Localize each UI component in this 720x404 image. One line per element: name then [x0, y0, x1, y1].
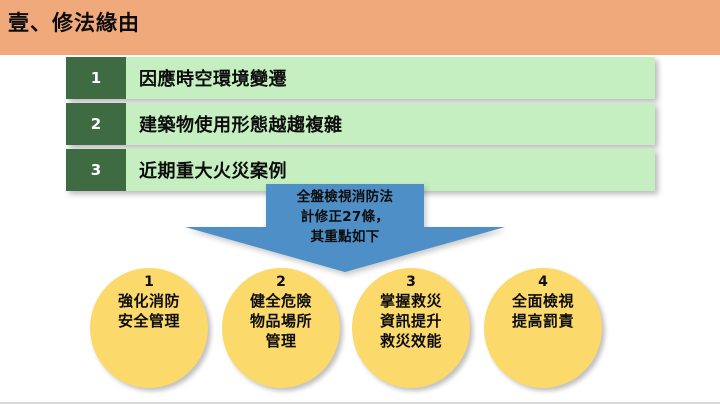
- slide-bottom-divider: [0, 402, 720, 404]
- key-point-label: 全面檢視 提高罰責: [511, 292, 574, 330]
- arrow-caption: 全盤檢視消防法 計修正27條， 其重點如下: [296, 189, 394, 245]
- reason-body: 建築物使用形態越趨複雜: [126, 103, 655, 145]
- reason-body: 因應時空環境變遷: [126, 57, 655, 99]
- page-title: 壹、修法緣由: [8, 11, 140, 35]
- key-point-number: 3: [406, 274, 416, 290]
- reason-number-badge: 3: [66, 149, 126, 191]
- reason-bar-1: 1 因應時空環境變遷: [66, 57, 655, 99]
- reason-number-badge: 2: [66, 103, 126, 145]
- key-point-circle-1: 1 強化消防 安全管理: [90, 268, 208, 388]
- reason-label: 建築物使用形態越趨複雜: [139, 115, 343, 136]
- reason-number-badge: 1: [66, 57, 126, 99]
- key-point-label: 掌握救災 資訊提升 救災效能: [379, 292, 442, 350]
- reason-bar-2: 2 建築物使用形態越趨複雜: [66, 103, 655, 145]
- key-point-circle-3: 3 掌握救災 資訊提升 救災效能: [352, 268, 470, 388]
- key-point-number: 1: [144, 274, 154, 290]
- down-arrow-icon: [180, 184, 510, 274]
- title-banner: 壹、修法緣由: [0, 0, 720, 55]
- reason-label: 近期重大火災案例: [139, 161, 287, 182]
- key-point-label: 強化消防 安全管理: [117, 292, 180, 330]
- key-point-circle-2: 2 健全危險 物品場所 管理: [222, 268, 340, 388]
- reason-label: 因應時空環境變遷: [139, 69, 287, 90]
- key-point-number: 2: [276, 274, 286, 290]
- key-point-label: 健全危險 物品場所 管理: [249, 292, 312, 350]
- key-point-number: 4: [538, 274, 548, 290]
- key-point-circle-4: 4 全面檢視 提高罰責: [484, 268, 602, 388]
